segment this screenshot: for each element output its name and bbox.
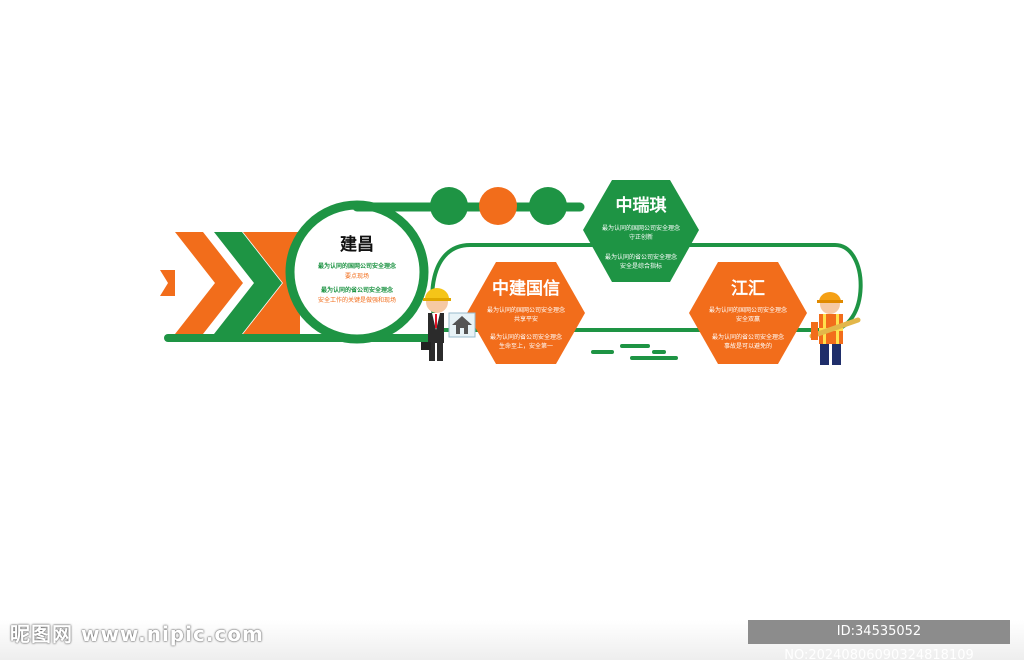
dot-green-2	[529, 187, 567, 225]
hex-left-line-1: 最为认同的国网公司安全理念	[486, 307, 566, 314]
dot-orange	[479, 187, 517, 225]
hex-left-title: 中建国信	[492, 279, 560, 299]
hex-top-line-1: 最为认同的国网公司安全理念	[601, 225, 681, 232]
hex-top-line-3: 最为认同的省公司安全理念	[604, 254, 678, 261]
construction-worker-icon	[809, 292, 861, 365]
circle-line-2: 要点现场	[344, 273, 370, 280]
businessman-with-hardhat-icon	[421, 288, 451, 361]
circle-title: 建昌	[340, 235, 374, 255]
circle-line-1: 最为认同的国网公司安全理念	[317, 263, 397, 270]
hexagon-right	[689, 262, 807, 364]
hex-right-line-4: 事故是可以避免的	[723, 343, 773, 350]
dash-decoration	[591, 344, 678, 360]
watermark-left: 昵图网 www.nipic.com	[10, 622, 264, 646]
hex-left-line-3: 最为认同的省公司安全理念	[489, 334, 563, 341]
dot-green-1	[430, 187, 468, 225]
house-sign-icon	[448, 312, 476, 338]
hexagon-left	[467, 262, 585, 364]
hex-left-line-4: 生命至上，安全第一	[498, 343, 554, 350]
chevron-arrows	[160, 232, 300, 334]
hexagon-top	[583, 180, 699, 282]
hex-right-title: 江汇	[731, 279, 765, 299]
hex-right-line-1: 最为认同的国网公司安全理念	[708, 307, 788, 314]
hex-right-line-2: 安全双赢	[735, 316, 761, 323]
circle-line-4: 安全工作的关键是做强和现场	[317, 297, 397, 304]
watermark-id: ID:34535052 NO:20240806090324818109	[748, 620, 1010, 663]
hex-top-line-4: 安全是综合指标	[619, 263, 663, 270]
circle-line-3: 最为认同的省公司安全理念	[320, 287, 394, 294]
hex-right-line-3: 最为认同的省公司安全理念	[711, 334, 785, 341]
hex-top-line-2: 守正创新	[628, 234, 654, 241]
hex-left-line-2: 共享平安	[513, 316, 539, 323]
hex-top-title: 中瑞琪	[615, 196, 667, 216]
